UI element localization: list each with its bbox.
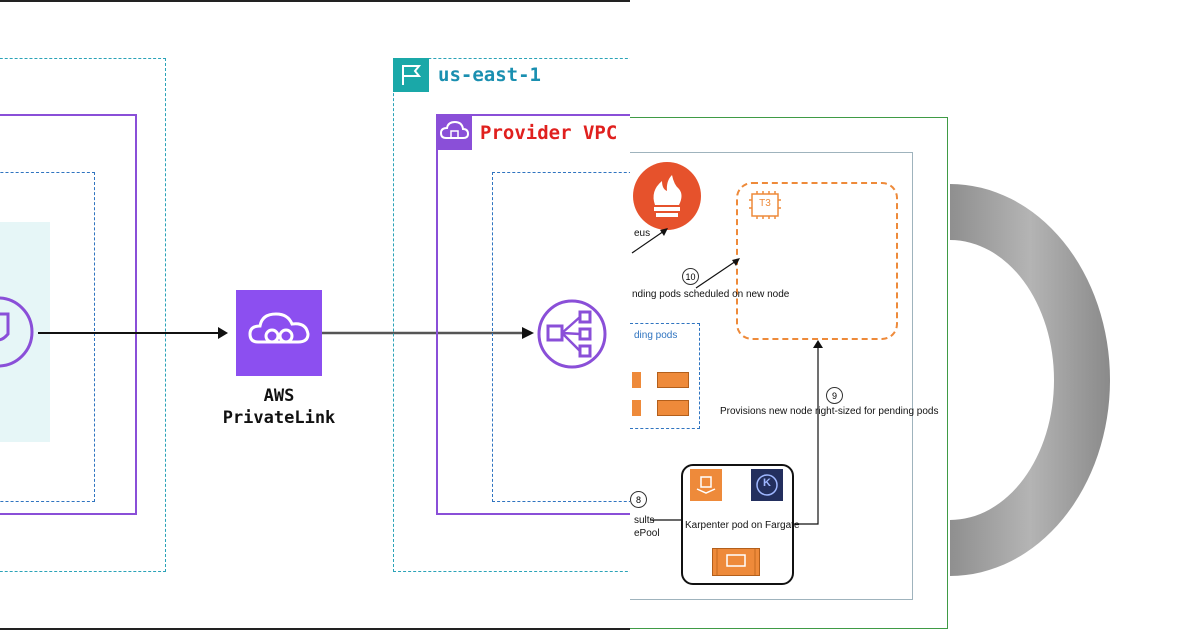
pending-pods-label: ding pods [634,330,678,341]
prometheus-label: eus [634,228,651,239]
vpc-label: Provider VPC [480,122,618,144]
step-8-text-line1: sults [634,515,655,526]
endpoint-shield-icon [0,296,34,368]
grey-ring-decoration [950,184,1110,576]
karpenter-pod-icon [712,548,760,576]
load-balancer-icon [537,299,607,369]
t3-instance-icon [745,190,785,220]
privatelink-label-line2: PrivateLink [222,408,336,428]
bottom-border-line [0,628,630,630]
pod-icon [657,372,689,388]
cluster-outer-box [630,117,948,629]
arrow-to-new-node [695,258,740,289]
cluster-inner-box [630,152,913,600]
karpenter-label: Karpenter pod on Fargate [685,520,800,531]
consumer-vpc-box [0,114,137,515]
arrow-to-prometheus [631,228,668,254]
vpc-cloud-icon [436,114,472,150]
step-10-badge: 10 [682,268,699,285]
step-10-text: nding pods scheduled on new node [632,289,790,300]
consumer-subnet-box [0,172,95,502]
fargate-icon [690,469,722,501]
step-9-badge: 9 [826,387,843,404]
arrow-to-nlb [322,327,534,339]
karpenter-logo-icon [751,469,783,501]
privatelink-label-line1: AWS [263,386,295,406]
arrow-to-privatelink [38,327,228,339]
step-9-text: Provisions new node right-sized for pend… [720,406,939,417]
pod-icon [657,400,689,416]
t3-label: T3 [759,198,771,209]
karpenter-input-line [650,519,684,521]
pod-icon [632,372,641,388]
privatelink-icon [236,290,322,376]
provision-arrow [794,340,823,525]
region-label: us-east-1 [438,64,541,86]
prometheus-icon [633,162,701,230]
step-8-text-line2: ePool [634,528,660,539]
pending-pods-box [630,323,700,429]
top-border-line [0,0,630,2]
consumer-region-box [0,58,166,572]
step-8-badge: 8 [630,491,647,508]
pod-icon [632,400,641,416]
karpenter-logo-letter: K [763,477,771,489]
region-flag-icon [393,58,429,92]
